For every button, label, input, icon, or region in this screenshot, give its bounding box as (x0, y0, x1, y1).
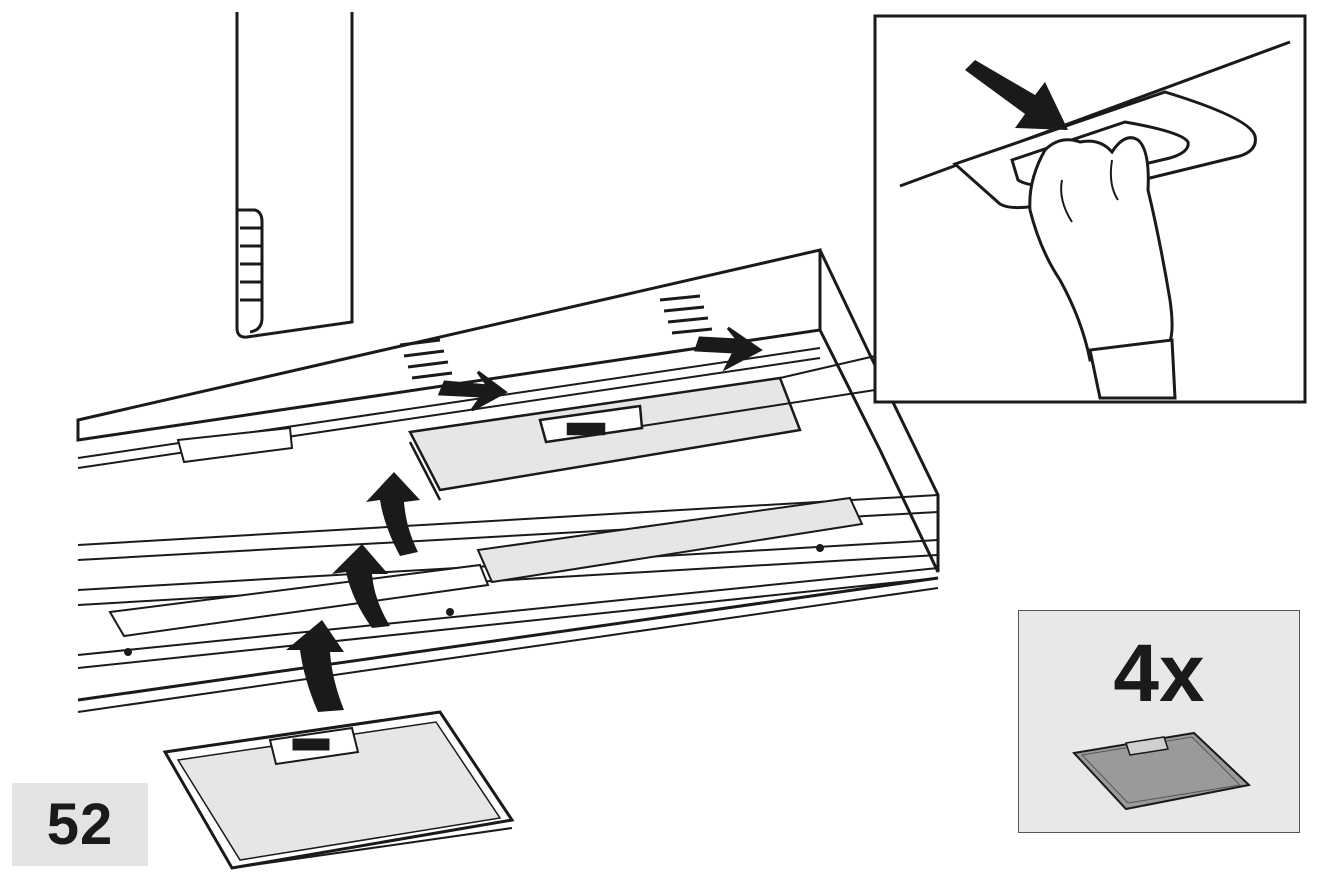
hand-icon (1028, 136, 1174, 362)
installed-filter (408, 376, 802, 501)
step-number: 52 (46, 792, 114, 857)
curved-up-arrow-icon (286, 472, 420, 712)
wall-cabinet (235, 12, 354, 339)
quantity-box: 4x (1018, 610, 1300, 833)
push-arrow-right-icon (659, 294, 763, 372)
loose-filter (162, 710, 515, 870)
quantity-label: 4x (1113, 628, 1205, 719)
step-badge: 52 (12, 783, 148, 866)
detail-inset (641, 14, 1307, 427)
hood-body (76, 248, 940, 713)
grease-filter-icon (1072, 731, 1252, 811)
press-arrow-icon (965, 60, 1068, 130)
push-arrow-left-icon (399, 338, 508, 412)
